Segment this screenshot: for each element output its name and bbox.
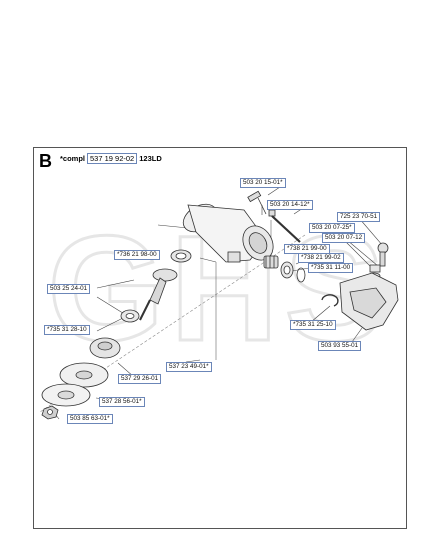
input-bearing — [280, 261, 294, 279]
part-label-503-93-55-01[interactable]: 503 93 55-01 — [318, 341, 362, 351]
part-label-503-20-07-25[interactable]: 503 20 07-25* — [309, 223, 355, 233]
clamp-bolt — [268, 209, 301, 243]
model-name: 123LD — [139, 154, 162, 163]
part-label-537-29-26-01[interactable]: 537 29 26-01 — [118, 374, 162, 384]
part-label-503-85-63-01[interactable]: 503 85 63-01* — [67, 414, 113, 424]
housing-screw — [247, 190, 267, 215]
part-label-735-31-11-00[interactable]: *735 31 11-00 — [308, 263, 354, 273]
header-prefix: *compl — [60, 154, 86, 163]
section-letter: B — [39, 151, 52, 171]
part-label-503-20-15-01[interactable]: 503 20 15-01* — [240, 178, 286, 188]
pinion-gear — [263, 255, 279, 269]
drive-disc — [89, 337, 121, 359]
assembly-part-number[interactable]: 537 19 92-02 — [87, 153, 138, 164]
guard-bracket — [339, 272, 399, 331]
flange-washer — [41, 383, 91, 407]
part-label-503-20-07-12[interactable]: 503 20 07-12 — [322, 233, 366, 243]
part-label-738-21-99-02[interactable]: *738 21 99-02 — [298, 253, 344, 263]
diagram-frame — [33, 147, 407, 529]
part-label-537-28-56-01[interactable]: 537 28 56-01* — [99, 397, 145, 407]
part-label-503-20-14-12[interactable]: 503 20 14-12* — [267, 200, 313, 210]
part-label-503-25-24-01[interactable]: 503 25 24-01 — [47, 284, 91, 294]
parts-shapes — [41, 190, 399, 420]
part-label-537-23-49-01[interactable]: 537 23 49-01* — [166, 362, 212, 372]
part-label-735-31-25-10[interactable]: *735 31 25-10 — [290, 320, 336, 330]
part-label-735-31-28-10[interactable]: *735 31 28-10 — [44, 325, 90, 335]
part-label-736-21-98-00[interactable]: *736 21 98-00 — [114, 250, 160, 260]
output-bearing — [120, 309, 140, 323]
output-shaft-gear — [139, 249, 192, 321]
gear-housing — [182, 203, 274, 263]
input-circlip — [296, 267, 306, 283]
output-circlip — [321, 294, 339, 307]
support-cup — [59, 362, 109, 388]
part-label-725-23-70-51[interactable]: 725 23 70-51 — [337, 212, 381, 222]
spindle-nut — [41, 405, 59, 420]
guard-bolt — [377, 242, 389, 267]
